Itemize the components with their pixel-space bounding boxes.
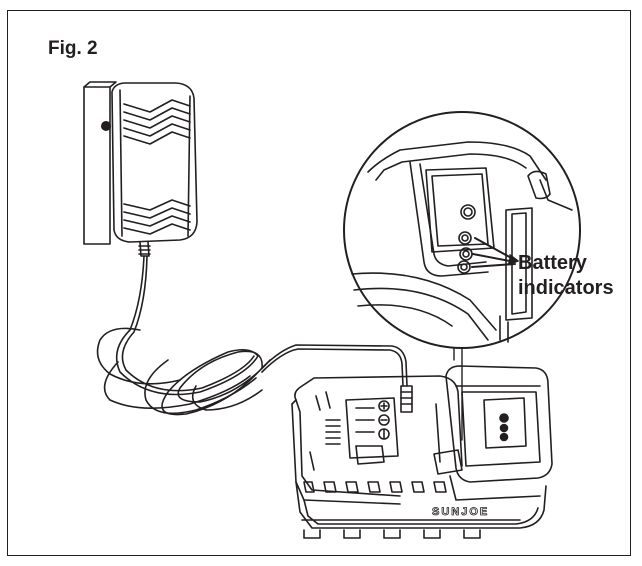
charger-base — [291, 375, 547, 539]
charging-cord — [96, 255, 413, 416]
callout-label-line2: indicators — [518, 277, 614, 299]
callout-label-line1: Battery — [518, 252, 587, 274]
battery-pack — [433, 365, 553, 501]
figure-frame — [7, 10, 631, 556]
magnifier-circle — [343, 111, 581, 441]
brand-mark: SUNJOE — [432, 506, 489, 518]
wall-adapter — [83, 81, 198, 257]
figure-label: Fig. 2 — [48, 38, 98, 59]
